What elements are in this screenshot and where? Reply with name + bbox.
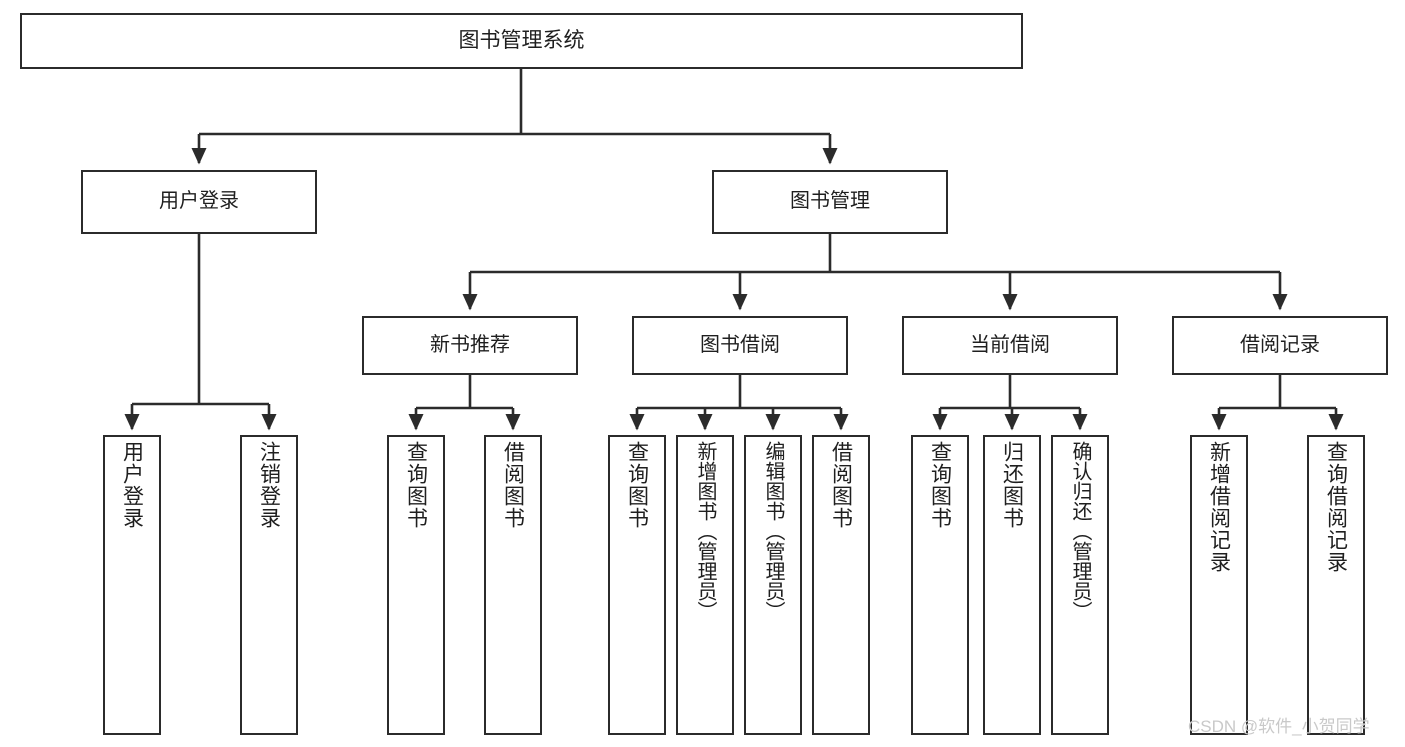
node-leaf-query-book-3[interactable]: 查询图书 [911,435,969,735]
node-label: 查询借阅记录 [1324,441,1348,573]
node-label: 借阅图书 [829,441,853,529]
node-leaf-user-login[interactable]: 用户登录 [103,435,161,735]
node-leaf-query-book-1[interactable]: 查询图书 [387,435,445,735]
node-label: 图书管理 [790,190,870,213]
node-label: 注销登录 [257,441,281,529]
node-label: 用户登录 [159,190,239,213]
node-root-system[interactable]: 图书管理系统 [20,13,1023,69]
node-label: 查询图书 [404,441,428,529]
node-label: 图书借阅 [700,333,780,356]
node-label: 用户登录 [120,441,144,529]
node-book-borrow[interactable]: 图书借阅 [632,316,848,375]
node-label: 新书推荐 [430,333,510,356]
node-label: 编辑图书（管理员） [762,441,784,621]
node-label: 图书管理系统 [458,28,585,52]
node-label: 归还图书 [1000,441,1024,529]
node-leaf-borrow-book-1[interactable]: 借阅图书 [484,435,542,735]
node-leaf-add-record[interactable]: 新增借阅记录 [1190,435,1248,735]
node-label: 确认归还（管理员） [1069,441,1091,621]
edges-root [124,69,1344,431]
watermark: CSDN @软件_小贺同学 [1188,717,1370,736]
node-current-borrow[interactable]: 当前借阅 [902,316,1118,375]
node-leaf-add-book[interactable]: 新增图书（管理员） [676,435,734,735]
node-book-manage[interactable]: 图书管理 [712,170,948,234]
node-label: 借阅记录 [1240,333,1320,356]
node-new-book-recommend[interactable]: 新书推荐 [362,316,578,375]
node-label: 当前借阅 [970,333,1050,356]
node-leaf-query-record[interactable]: 查询借阅记录 [1307,435,1365,735]
node-leaf-borrow-book-2[interactable]: 借阅图书 [812,435,870,735]
node-label: 借阅图书 [501,441,525,529]
node-user-login[interactable]: 用户登录 [81,170,317,234]
node-label: 新增图书（管理员） [694,441,716,621]
node-label: 查询图书 [928,441,952,529]
node-leaf-logout[interactable]: 注销登录 [240,435,298,735]
node-leaf-edit-book[interactable]: 编辑图书（管理员） [744,435,802,735]
node-leaf-return-book[interactable]: 归还图书 [983,435,1041,735]
node-label: 查询图书 [625,441,649,529]
node-label: 新增借阅记录 [1207,441,1231,573]
node-leaf-confirm-return[interactable]: 确认归还（管理员） [1051,435,1109,735]
node-borrow-record[interactable]: 借阅记录 [1172,316,1388,375]
node-leaf-query-book-2[interactable]: 查询图书 [608,435,666,735]
